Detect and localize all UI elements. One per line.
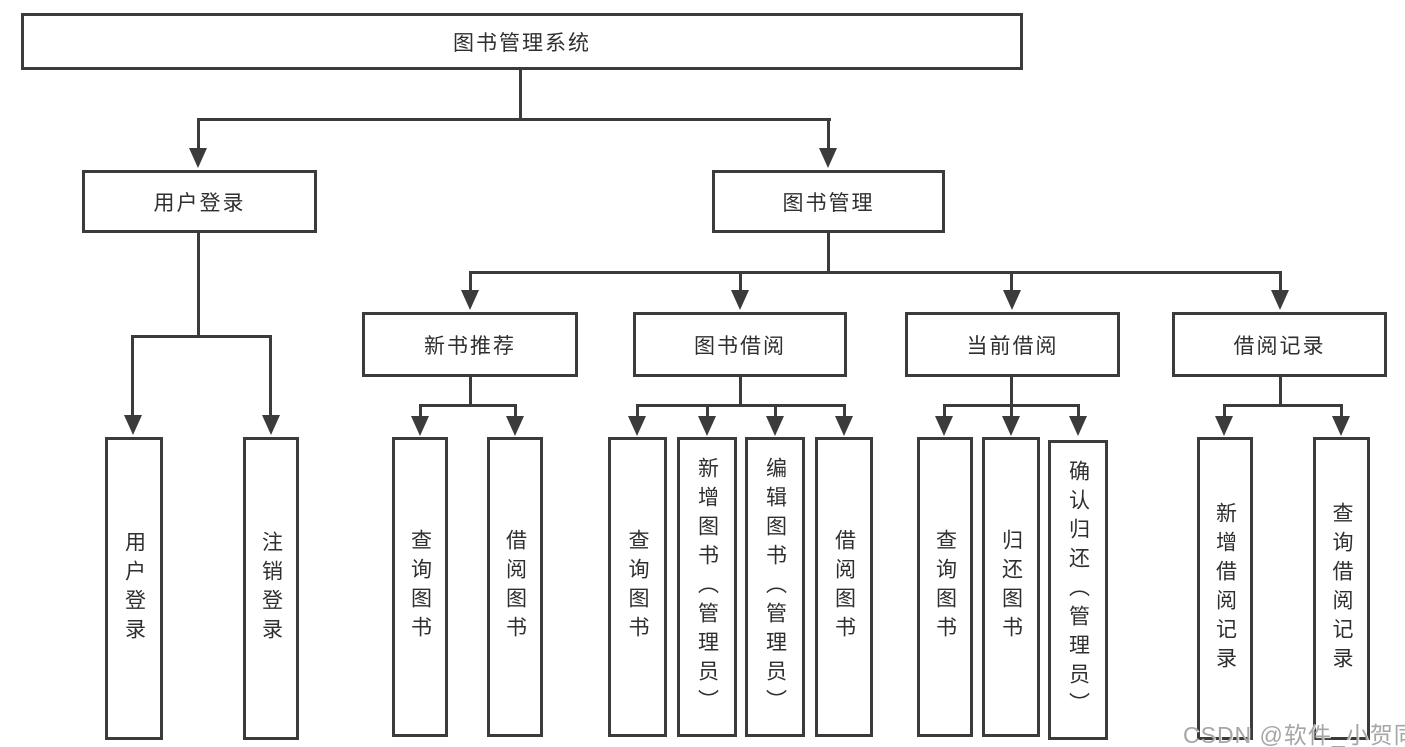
arrowhead-down-icon <box>819 148 837 168</box>
node-bb-borrow-book: 借阅图书 <box>815 437 873 737</box>
arrowhead-down-icon <box>698 416 716 436</box>
node-label: 查询图书 <box>933 529 957 645</box>
node-label: 用户登录 <box>122 530 146 647</box>
node-label: 图书借阅 <box>694 334 786 358</box>
node-user-login: 用户登录 <box>105 437 163 740</box>
arrowhead-down-icon <box>411 416 429 436</box>
node-label: 新增借阅记录 <box>1213 501 1237 676</box>
arrowhead-down-icon <box>1003 290 1021 310</box>
connector-line <box>419 404 517 407</box>
node-current-borrowing: 当前借阅 <box>905 312 1120 377</box>
node-label: 用户登录 <box>153 191 246 215</box>
node-bb-add-book-admin: 新增图书（管理员） <box>677 437 737 737</box>
arrowhead-down-icon <box>1069 416 1087 436</box>
connector-line <box>636 404 639 418</box>
connector-line <box>419 404 422 418</box>
node-label: 查询借阅记录 <box>1330 501 1353 676</box>
node-label: 新书推荐 <box>424 334 516 358</box>
node-rec-query-book: 查询图书 <box>392 437 448 737</box>
connector-line <box>469 271 1282 274</box>
arrowhead-down-icon <box>461 290 479 310</box>
connector-line <box>469 271 472 292</box>
arrowhead-down-icon <box>766 416 784 436</box>
connector-line <box>1010 271 1013 292</box>
connector-line <box>1279 377 1282 407</box>
arrowhead-down-icon <box>935 416 953 436</box>
connector-line <box>269 335 272 417</box>
node-bb-edit-book-admin: 编辑图书（管理员） <box>745 437 805 737</box>
node-new-book-recommend: 新书推荐 <box>362 312 578 377</box>
connector-line <box>197 118 831 121</box>
node-label: 注销登录 <box>259 530 283 647</box>
connector-line <box>943 404 946 418</box>
connector-line <box>843 404 846 418</box>
connector-line <box>197 233 200 338</box>
connector-line <box>519 70 522 120</box>
connector-line <box>1223 404 1343 407</box>
connector-line <box>514 404 517 418</box>
connector-line <box>131 335 272 338</box>
node-cb-query-book: 查询图书 <box>917 437 973 737</box>
node-bb-query-book: 查询图书 <box>608 437 667 737</box>
node-book-borrowing: 图书借阅 <box>633 312 847 377</box>
arrowhead-down-icon <box>1002 416 1020 436</box>
node-label: 图书管理系统 <box>453 31 591 55</box>
connector-line <box>131 335 134 417</box>
node-br-query-record: 查询借阅记录 <box>1313 437 1370 740</box>
arrowhead-down-icon <box>1271 290 1289 310</box>
connector-line <box>1279 271 1282 292</box>
connector-line <box>636 404 846 407</box>
connector-line <box>774 404 777 418</box>
node-book-management-group: 图书管理 <box>712 170 945 233</box>
arrowhead-down-icon <box>124 415 142 435</box>
connector-line <box>1223 404 1226 418</box>
node-label: 查询图书 <box>626 529 649 645</box>
node-label: 图书管理 <box>782 191 875 215</box>
arrowhead-down-icon <box>262 415 280 435</box>
node-label: 确认归还（管理员） <box>1066 459 1090 721</box>
connector-line <box>469 377 472 407</box>
node-label: 归还图书 <box>999 529 1023 645</box>
node-label: 借阅记录 <box>1233 334 1326 358</box>
node-label: 当前借阅 <box>966 334 1059 358</box>
arrowhead-down-icon <box>1215 416 1233 436</box>
arrowhead-down-icon <box>628 416 646 436</box>
node-cb-return-book: 归还图书 <box>982 437 1040 737</box>
connector-line <box>1010 377 1013 407</box>
node-rec-borrow-book: 借阅图书 <box>487 437 543 737</box>
node-label: 借阅图书 <box>832 529 856 645</box>
node-label: 查询图书 <box>408 529 432 645</box>
node-label: 借阅图书 <box>503 529 527 645</box>
connector-line <box>1010 404 1013 418</box>
arrowhead-down-icon <box>189 148 207 168</box>
arrowhead-down-icon <box>835 416 853 436</box>
connector-line <box>739 271 742 292</box>
connector-line <box>1077 404 1080 418</box>
node-label: 编辑图书（管理员） <box>763 456 787 718</box>
csdn-watermark: CSDN @软件_小贺同学 <box>1183 722 1405 747</box>
connector-line <box>827 233 830 274</box>
connector-line <box>706 404 709 418</box>
node-br-add-record: 新增借阅记录 <box>1197 437 1253 740</box>
node-borrowing-records: 借阅记录 <box>1172 312 1387 377</box>
connector-line <box>1340 404 1343 418</box>
connector-line <box>739 377 742 407</box>
arrowhead-down-icon <box>731 290 749 310</box>
node-logout-login: 注销登录 <box>243 437 299 740</box>
arrowhead-down-icon <box>1332 416 1350 436</box>
connector-line <box>827 118 830 150</box>
connector-line <box>197 118 200 150</box>
node-user-login-group: 用户登录 <box>82 170 317 233</box>
node-label: 新增图书（管理员） <box>695 456 719 718</box>
node-root-library-system: 图书管理系统 <box>21 13 1023 70</box>
node-cb-confirm-return-admin: 确认归还（管理员） <box>1048 440 1108 740</box>
arrowhead-down-icon <box>506 416 524 436</box>
